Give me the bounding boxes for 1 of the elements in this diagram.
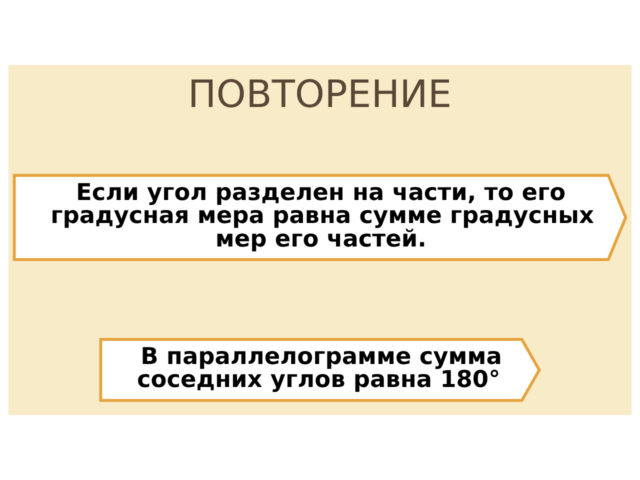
diagram-title: ПОВТОРЕНИЕ (188, 72, 452, 116)
